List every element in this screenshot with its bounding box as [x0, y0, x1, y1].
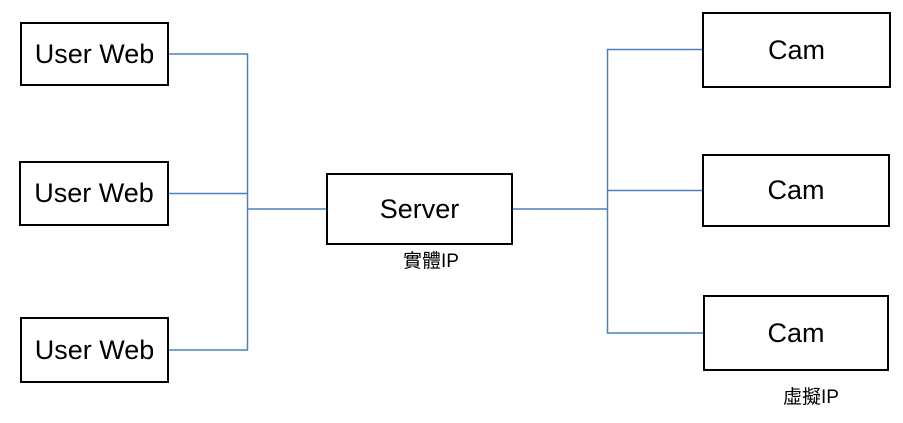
- cam-node-1: Cam: [702, 12, 891, 88]
- server-node: Server: [326, 173, 513, 245]
- cam-node-3: Cam: [703, 295, 889, 371]
- cams-caption: 虛擬IP: [783, 387, 839, 408]
- cam-node-2-label: Cam: [767, 175, 825, 205]
- cam-node-2: Cam: [702, 154, 890, 227]
- server-node-label: Server: [379, 193, 460, 224]
- user-web-node-1-label: User Web: [34, 38, 155, 69]
- user-web-node-2-label: User Web: [34, 178, 154, 208]
- server-caption: 實體IP: [403, 251, 459, 272]
- cam-node-1-label: Cam: [767, 34, 825, 65]
- cam-node-3-label: Cam: [767, 317, 825, 348]
- user-web-node-2: User Web: [19, 161, 169, 226]
- user-web-node-1: User Web: [20, 22, 169, 86]
- user-web-node-3: User Web: [20, 317, 169, 383]
- user-web-node-3-label: User Web: [34, 334, 155, 365]
